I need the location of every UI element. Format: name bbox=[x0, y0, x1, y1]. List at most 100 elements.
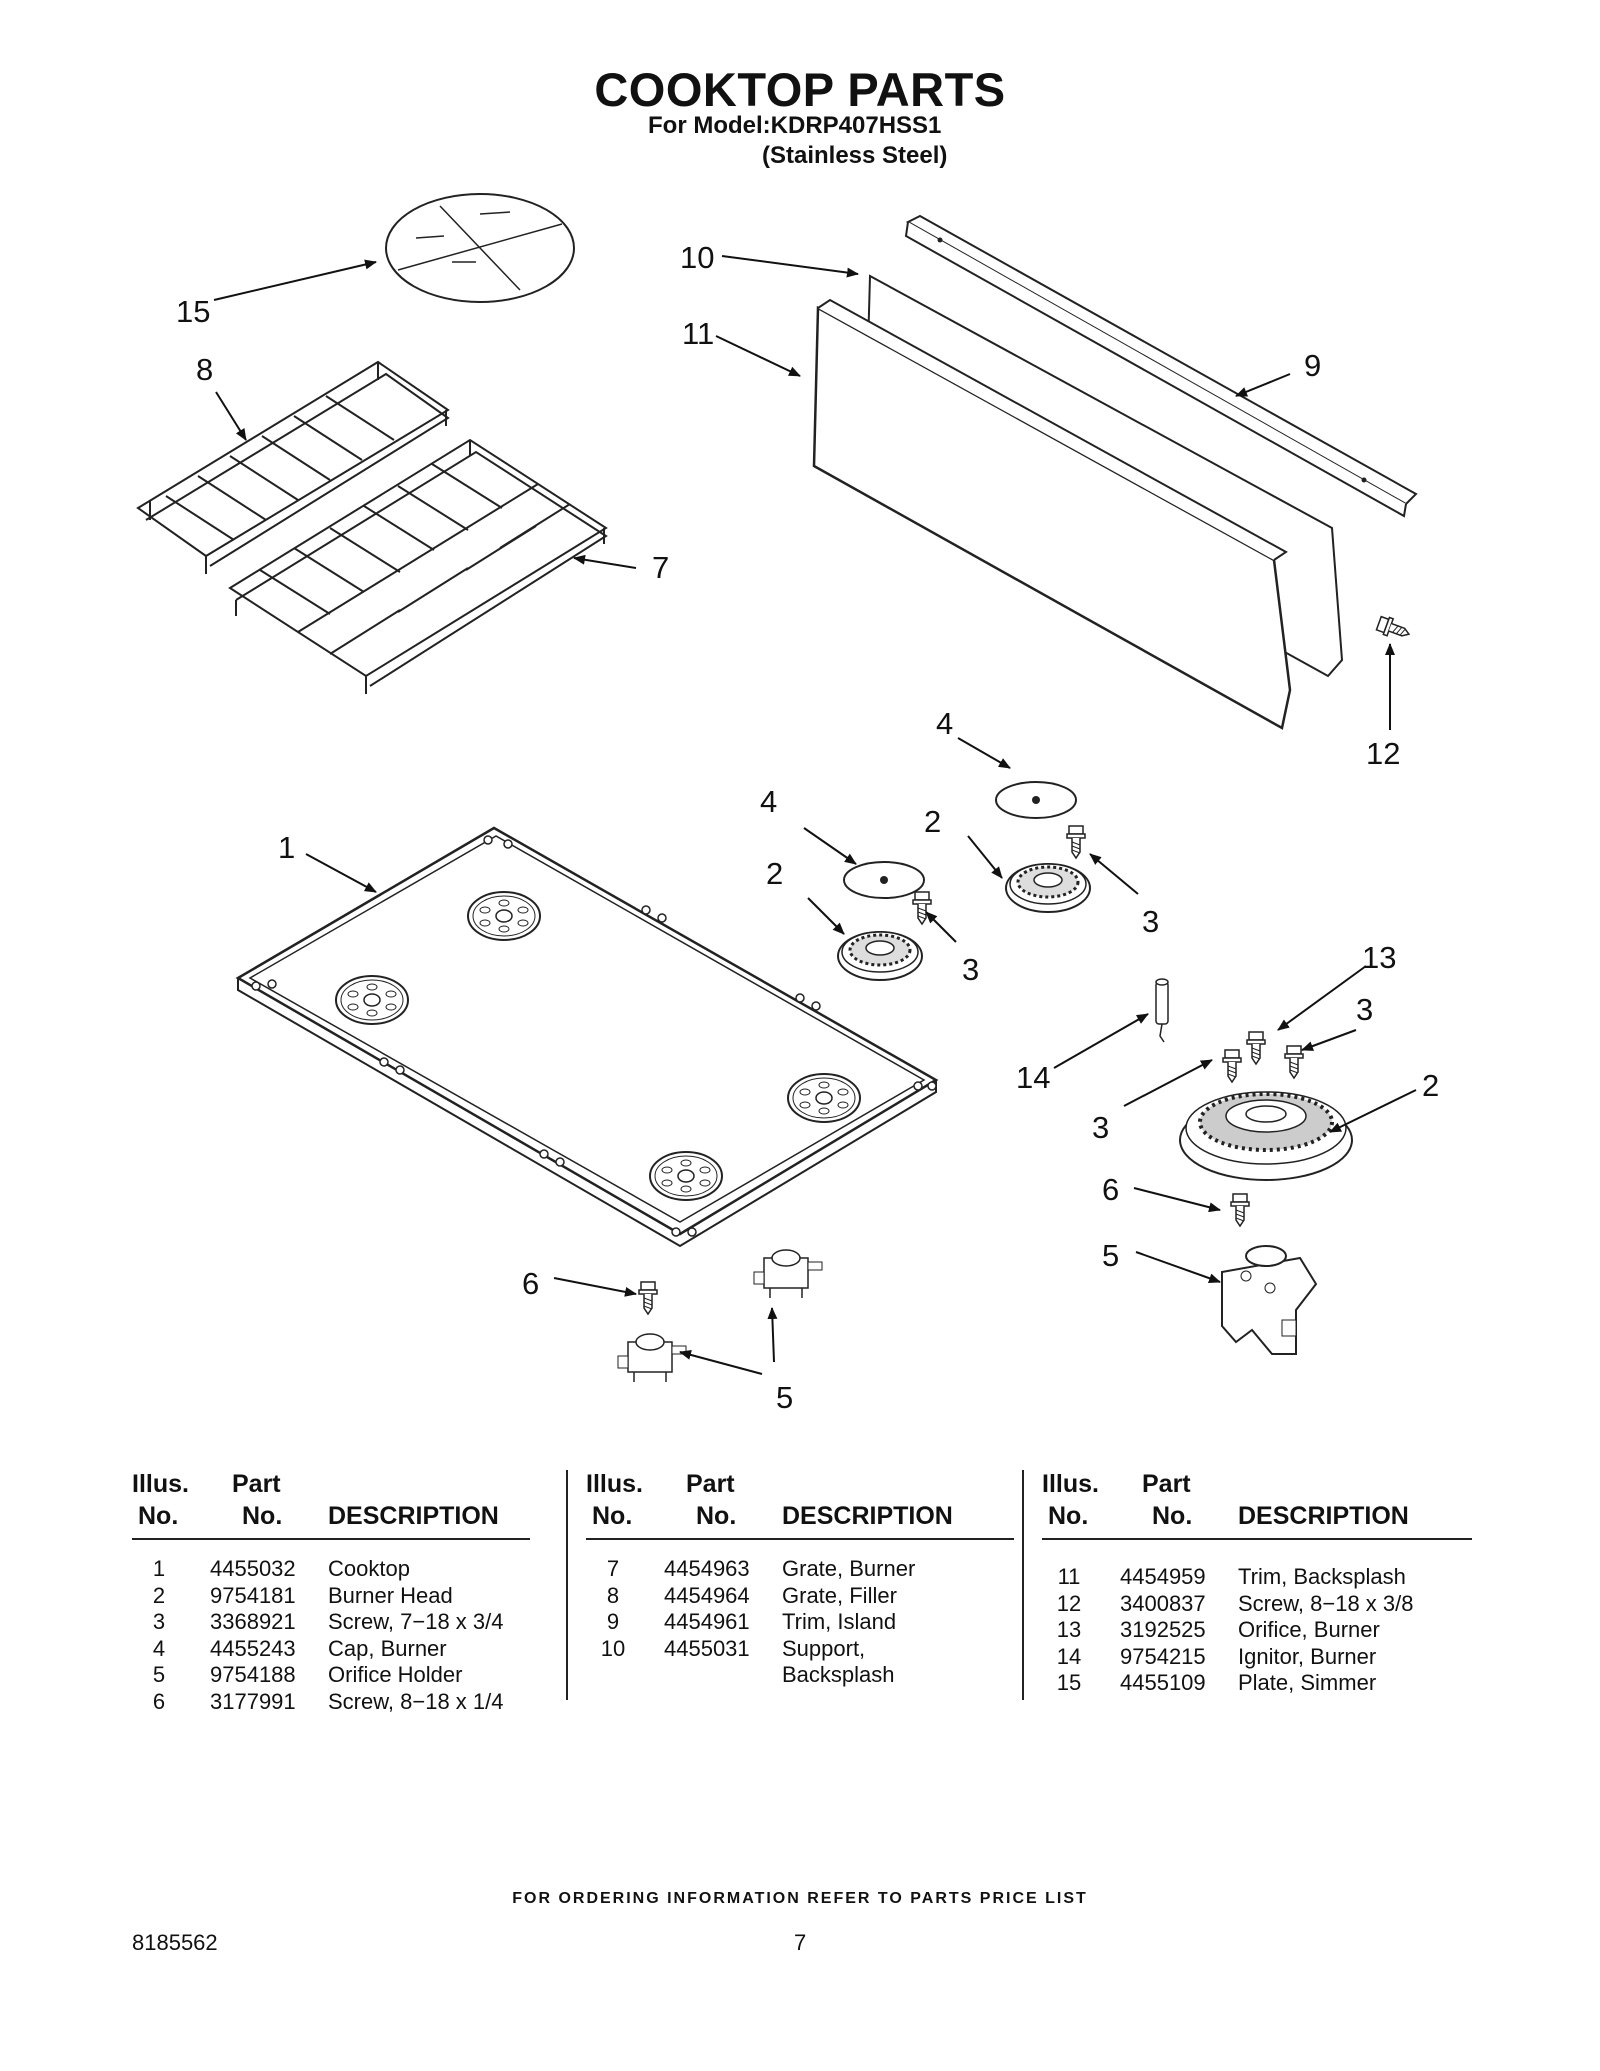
part-number: 4455109 bbox=[1120, 1670, 1206, 1695]
header-part: Part bbox=[686, 1470, 735, 1498]
callout-4-right: 4 bbox=[936, 706, 953, 741]
header-illus-no: No. bbox=[138, 1502, 179, 1530]
callout-9: 9 bbox=[1304, 348, 1321, 383]
illus-number: 12 bbox=[1056, 1590, 1082, 1616]
part-description: Plate, Simmer bbox=[1238, 1670, 1377, 1695]
part-number: 4455243 bbox=[210, 1635, 296, 1661]
part-number: 9754215 bbox=[1120, 1643, 1206, 1669]
page-title: COOKTOP PARTS bbox=[594, 63, 1006, 116]
part-number: 4455031 bbox=[664, 1635, 750, 1661]
simmer-plate bbox=[385, 193, 575, 303]
part-number: 3400837 bbox=[1120, 1590, 1206, 1616]
ignitor bbox=[1155, 978, 1169, 1043]
callout-5-right: 5 bbox=[1102, 1238, 1119, 1273]
illus-number: 4 bbox=[152, 1635, 166, 1661]
ordering-note: FOR ORDERING INFORMATION REFER TO PARTS … bbox=[512, 1890, 1088, 1907]
table-row: 8 4454964 Grate, Filler bbox=[586, 1583, 1014, 1610]
table-row: 4 4455243 Cap, Burner bbox=[132, 1636, 530, 1663]
callout-3-orifice-left: 3 bbox=[1092, 1110, 1109, 1145]
header-part-no: No. bbox=[242, 1502, 283, 1530]
callout-2-left: 2 bbox=[766, 856, 783, 891]
burner-cap bbox=[843, 861, 925, 899]
part-description: Trim, Island bbox=[782, 1609, 897, 1634]
table-divider bbox=[1022, 1470, 1024, 1700]
callout-7: 7 bbox=[652, 550, 669, 585]
table-row: Backsplash bbox=[586, 1662, 1014, 1689]
callout-3-right: 3 bbox=[1142, 904, 1159, 939]
illus-number: 3 bbox=[152, 1609, 166, 1634]
orifice-holder-screw bbox=[638, 1281, 658, 1315]
part-number: 4454959 bbox=[1120, 1564, 1206, 1589]
part-number: 3192525 bbox=[1120, 1617, 1206, 1642]
part-number: 4454963 bbox=[664, 1556, 750, 1581]
model-finish: (Stainless Steel) bbox=[762, 142, 948, 169]
illus-number: 7 bbox=[606, 1556, 620, 1581]
part-description: Orifice Holder bbox=[328, 1662, 463, 1687]
burner-grate bbox=[228, 438, 608, 694]
part-description: Burner Head bbox=[328, 1582, 453, 1608]
callout-12: 12 bbox=[1366, 736, 1400, 771]
header-illus-no: No. bbox=[592, 1502, 633, 1530]
table-header: Illus. No. Part No. DESCRIPTION bbox=[132, 1468, 530, 1540]
document-number: 8185562 bbox=[132, 1930, 218, 1955]
part-description: Support, bbox=[782, 1635, 866, 1661]
illus-number: 2 bbox=[152, 1582, 166, 1608]
part-number: 4454964 bbox=[664, 1582, 750, 1608]
burner-cap bbox=[995, 781, 1077, 819]
cooktop bbox=[235, 826, 939, 1248]
callout-6-left: 6 bbox=[522, 1266, 539, 1301]
part-number: 3177991 bbox=[210, 1688, 296, 1714]
table-row: 10 4455031 Support, bbox=[586, 1636, 1014, 1663]
table-header: Illus. No. Part No. DESCRIPTION bbox=[1042, 1468, 1472, 1540]
table-header: Illus. No. Part No. DESCRIPTION bbox=[586, 1468, 1014, 1540]
burner-screw bbox=[1284, 1045, 1304, 1079]
burner-head bbox=[1004, 862, 1092, 914]
callout-3-orifice-right: 3 bbox=[1356, 992, 1373, 1027]
burner-head-large bbox=[1179, 1091, 1353, 1181]
header-part-no: No. bbox=[1152, 1502, 1193, 1530]
burner-screw bbox=[1066, 825, 1086, 859]
callout-8: 8 bbox=[196, 352, 213, 387]
page-number: 7 bbox=[794, 1930, 807, 1955]
header-part: Part bbox=[1142, 1470, 1191, 1498]
header-description: DESCRIPTION bbox=[328, 1502, 499, 1530]
header-illus: Illus. bbox=[586, 1470, 643, 1498]
exploded-parts-diagram: 15 8 7 10 11 9 12 4 4 2 2 3 3 1 13 3 14 … bbox=[136, 193, 1439, 1415]
burner-screw bbox=[912, 891, 932, 925]
island-trim bbox=[904, 214, 1418, 518]
part-description: Backsplash bbox=[782, 1662, 895, 1687]
illus-number: 10 bbox=[600, 1635, 626, 1661]
header-illus-no: No. bbox=[1048, 1502, 1089, 1530]
orifice-holder-screw bbox=[1230, 1193, 1250, 1227]
part-description: Grate, Burner bbox=[782, 1556, 916, 1581]
part-description: Orifice, Burner bbox=[1238, 1617, 1380, 1642]
model-number: For Model:KDRP407HSS1 bbox=[648, 112, 942, 139]
callout-11: 11 bbox=[682, 316, 714, 351]
illus-number: 8 bbox=[606, 1582, 620, 1608]
part-description: Cap, Burner bbox=[328, 1635, 447, 1661]
part-description: Cooktop bbox=[328, 1556, 410, 1581]
part-number: 4454961 bbox=[664, 1609, 750, 1634]
orifice-holder-large bbox=[1221, 1245, 1318, 1355]
part-description: Screw, 8−18 x 1/4 bbox=[328, 1688, 504, 1714]
callout-15: 15 bbox=[176, 294, 210, 329]
table-row: 12 3400837 Screw, 8−18 x 3/8 bbox=[1042, 1591, 1472, 1618]
parts-table-column-2: Illus. No. Part No. DESCRIPTION 7 4454963… bbox=[586, 1468, 1014, 1687]
header-part: Part bbox=[232, 1470, 281, 1498]
table-divider bbox=[566, 1470, 568, 1700]
callout-4-left: 4 bbox=[760, 784, 777, 819]
part-description: Grate, Filler bbox=[782, 1582, 897, 1608]
illus-number: 5 bbox=[152, 1662, 166, 1687]
callout-10: 10 bbox=[680, 240, 714, 275]
part-description: Screw, 8−18 x 3/8 bbox=[1238, 1590, 1414, 1616]
